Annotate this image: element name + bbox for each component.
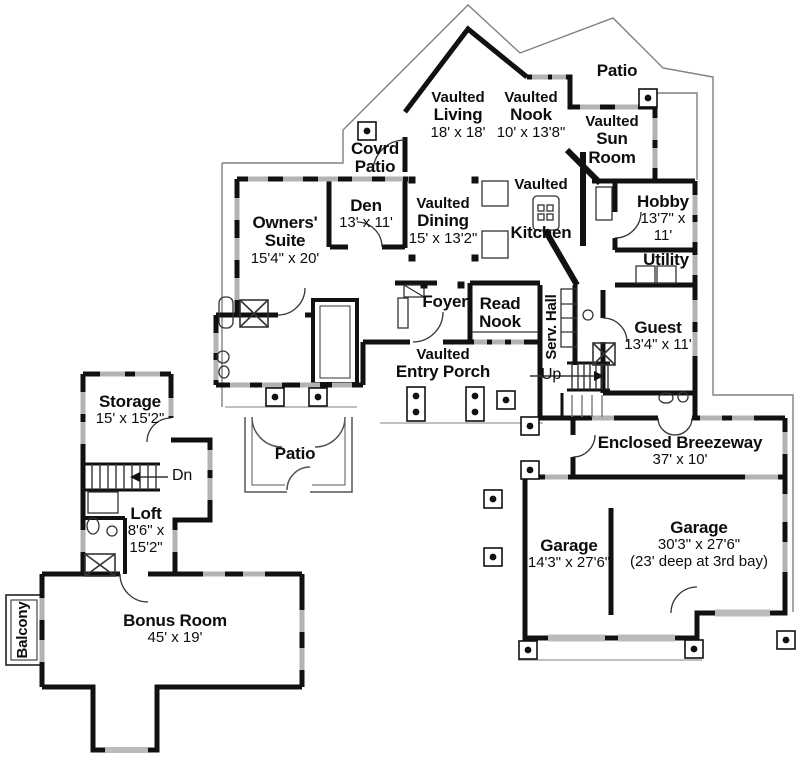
room-name: Covrd Patio — [350, 139, 400, 177]
room-note: (23' deep at 3rd bay) — [630, 552, 768, 570]
garage-doors — [105, 609, 770, 753]
room-name: Up — [540, 366, 562, 383]
room-dims: 13'4" x 11' — [624, 336, 692, 354]
room-name: Read Nook — [479, 294, 521, 332]
fixtures-layer — [86, 180, 689, 537]
room-name: Utility — [643, 250, 689, 269]
room-dims: 15' x 13'2" — [408, 229, 478, 247]
posts-layer — [265, 88, 796, 660]
room-name: Balcony — [13, 601, 31, 659]
room-pre: Vaulted — [416, 346, 470, 363]
room-pre: Vaulted — [585, 113, 639, 130]
room-dims: 45' x 19' — [147, 629, 203, 647]
room-name: Sun Room — [588, 129, 636, 167]
room-dims: 13' x 11' — [339, 214, 393, 232]
room-pre: Vaulted — [514, 176, 568, 193]
room-name: Bonus Room — [123, 611, 227, 630]
room-name: Patio — [596, 61, 638, 80]
room-name: Dining — [417, 211, 469, 231]
room-label-balcony: Balcony — [13, 585, 31, 675]
room-name: Owners' Suite — [252, 213, 318, 251]
stairs-dn — [91, 464, 168, 490]
room-name: Dn — [171, 467, 193, 484]
patio-structure — [244, 416, 353, 493]
room-label-dn: Dn — [162, 467, 202, 484]
shower-boxes — [84, 299, 616, 577]
room-dims: 37' x 10' — [652, 451, 708, 469]
room-dims: 14'3" x 27'6" — [527, 554, 611, 572]
room-dims: 13'7" x 11' — [640, 210, 686, 244]
room-label-covrd-patio: Covrd Patio — [340, 139, 410, 177]
room-label-kitchen-vaulted: Vaulted — [501, 176, 581, 193]
room-name: Loft — [130, 504, 162, 523]
room-dims: 10' x 13'8" — [496, 123, 566, 141]
room-label-read-nook: Read Nook — [470, 294, 530, 332]
room-name: Nook — [510, 105, 552, 125]
room-label-foyer: Foyer — [410, 292, 480, 311]
room-name: Guest — [634, 318, 682, 337]
room-label-up: Up — [531, 366, 571, 383]
room-name: Living — [433, 105, 483, 125]
room-pre: Vaulted — [416, 195, 470, 212]
room-pre: Vaulted — [431, 89, 485, 106]
room-name: Garage — [540, 536, 598, 555]
room-name: Hobby — [637, 192, 689, 211]
room-name: Enclosed Breezeway — [597, 433, 763, 452]
room-name: Den — [350, 196, 382, 215]
room-label-patio-upper: Patio — [572, 61, 662, 80]
room-dims: 8'6" x 15'2" — [127, 522, 165, 556]
room-label-patio-mid: Patio — [255, 444, 335, 463]
room-name: Entry Porch — [395, 362, 491, 382]
room-name: Garage — [670, 518, 728, 537]
room-name: Foyer — [422, 292, 468, 311]
stairs-up — [530, 363, 609, 417]
room-dims: 18' x 18' — [430, 123, 486, 141]
door-arcs — [119, 139, 698, 614]
column-dots — [408, 176, 479, 289]
room-dims: 15' x 15'2" — [95, 410, 165, 428]
room-label-utility: Utility — [626, 250, 706, 269]
room-name: Storage — [99, 392, 161, 411]
room-dims: 15'4" x 20' — [250, 249, 320, 267]
room-name: Kitchen — [510, 223, 572, 242]
room-name: Patio — [274, 444, 316, 463]
windows-layer — [39, 74, 788, 670]
room-pre: Vaulted — [504, 89, 558, 106]
room-dims: 30'3" x 27'6" — [657, 536, 741, 554]
room-label-kitchen: Kitchen — [496, 223, 586, 242]
